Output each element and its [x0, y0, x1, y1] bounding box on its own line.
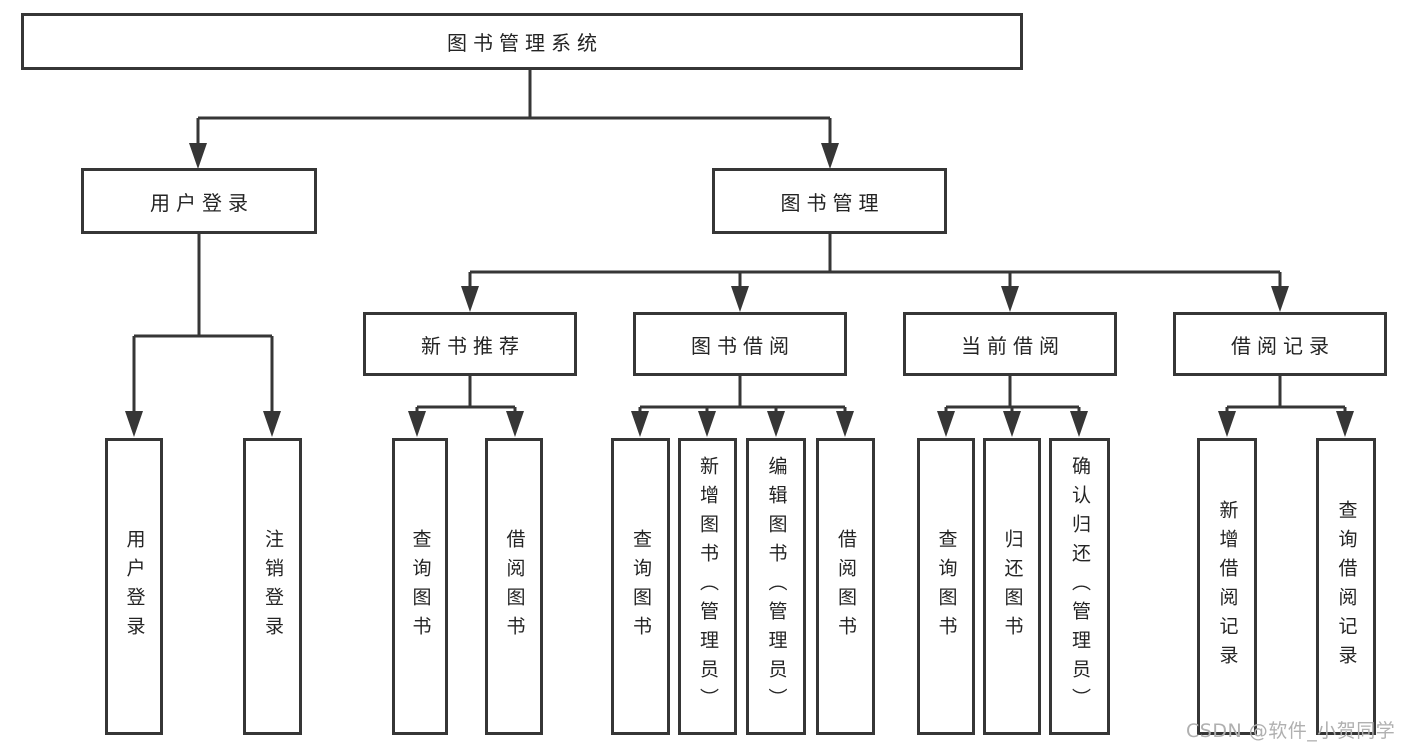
csdn-watermark: CSDN @软件_小贺同学: [1186, 720, 1396, 742]
leaf-borrow-books-recommend-label: 借阅图书: [503, 528, 526, 645]
leaf-borrow-books-recommend: 借阅图书: [485, 438, 543, 735]
node-borrow-record: 借阅记录: [1173, 312, 1387, 376]
leaf-user-login-label: 用户登录: [123, 528, 146, 645]
leaf-query-borrow-record-label: 查询借阅记录: [1335, 499, 1358, 674]
leaf-add-borrow-record: 新增借阅记录: [1197, 438, 1257, 735]
leaf-query-books-borrow-label: 查询图书: [630, 528, 652, 645]
leaf-confirm-return-admin: 确认归还（管理员）: [1049, 438, 1110, 735]
node-current-borrow-label: 当前借阅: [961, 333, 1065, 358]
leaf-query-books-recommend: 查询图书: [392, 438, 448, 735]
leaf-query-borrow-record: 查询借阅记录: [1316, 438, 1376, 735]
leaf-borrow-books: 借阅图书: [816, 438, 875, 735]
node-root-system: 图书管理系统: [21, 13, 1023, 70]
node-root-label: 图书管理系统: [447, 31, 603, 55]
leaf-user-login: 用户登录: [105, 438, 163, 735]
leaf-borrow-books-label: 借阅图书: [835, 528, 857, 645]
node-current-borrow: 当前借阅: [903, 312, 1117, 376]
leaf-add-books-admin: 新增图书（管理员）: [678, 438, 737, 735]
node-new-book-recommend: 新书推荐: [363, 312, 577, 376]
node-new-book-recommend-label: 新书推荐: [421, 333, 525, 358]
node-book-management: 图书管理: [712, 168, 947, 234]
leaf-return-books: 归还图书: [983, 438, 1041, 735]
arrowheads: [125, 143, 1354, 437]
leaf-query-books-recommend-label: 查询图书: [409, 528, 432, 645]
leaf-query-books-current-label: 查询图书: [935, 528, 958, 645]
leaf-edit-books-admin: 编辑图书（管理员）: [746, 438, 806, 735]
node-book-management-label: 图书管理: [780, 190, 885, 215]
leaf-confirm-return-admin-label: 确认归还（管理员）: [1069, 456, 1091, 717]
node-user-login-label: 用户登录: [150, 190, 254, 215]
leaf-logout-login-label: 注销登录: [262, 528, 284, 645]
node-book-borrow: 图书借阅: [633, 312, 847, 376]
leaf-query-books-current: 查询图书: [917, 438, 975, 735]
leaf-logout-login: 注销登录: [243, 438, 302, 735]
leaf-return-books-label: 归还图书: [1001, 528, 1024, 645]
leaf-edit-books-admin-label: 编辑图书（管理员）: [765, 456, 788, 717]
node-book-borrow-label: 图书借阅: [691, 333, 795, 358]
node-borrow-record-label: 借阅记录: [1231, 333, 1335, 358]
leaf-add-borrow-record-label: 新增借阅记录: [1216, 499, 1239, 674]
leaf-add-books-admin-label: 新增图书（管理员）: [697, 456, 719, 717]
node-user-login: 用户登录: [81, 168, 317, 234]
leaf-query-books-borrow: 查询图书: [611, 438, 670, 735]
